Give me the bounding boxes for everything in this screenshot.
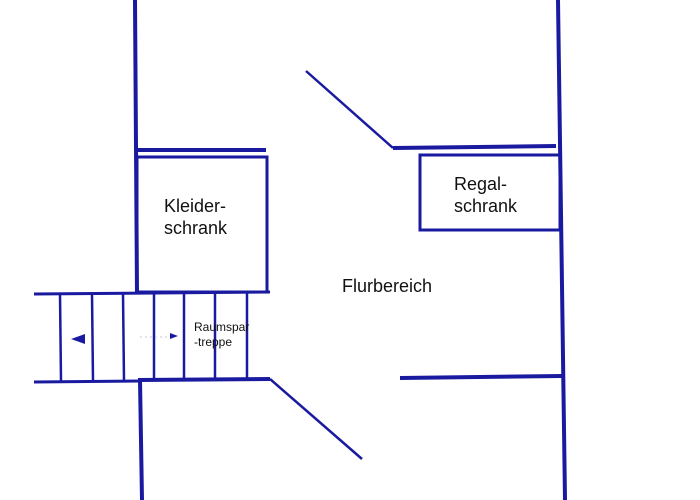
hallway-label: Flurbereich bbox=[342, 276, 433, 296]
shelf-label-line2: schrank bbox=[454, 195, 518, 216]
stair-arrow-left-icon bbox=[71, 334, 85, 344]
shelf-label-line1: Regal- bbox=[454, 174, 508, 194]
wardrobe-label-line2: schrank bbox=[164, 217, 228, 238]
wall-right-lower bbox=[399, 374, 563, 380]
left-wall-lower bbox=[138, 379, 144, 500]
wall-lower-left bbox=[137, 377, 271, 382]
stairs-bottom bbox=[33, 379, 141, 384]
door-swing-upper bbox=[305, 70, 394, 149]
stairs-label-line1: Raumspar bbox=[194, 320, 250, 334]
stairs-label: Raumspar -treppe bbox=[194, 320, 249, 350]
wardrobe-label-line1: Kleider- bbox=[164, 196, 227, 216]
shelf-outline bbox=[418, 153, 562, 232]
stairs-label-line2: -treppe bbox=[194, 335, 233, 349]
right-wall bbox=[556, 0, 567, 500]
wall-right-upper bbox=[392, 144, 557, 150]
stair-arrow-right-icon bbox=[170, 333, 178, 339]
wardrobe-label: Kleider- schrank bbox=[164, 196, 227, 239]
door-swing-lower bbox=[269, 378, 363, 460]
stairs-top bbox=[33, 290, 271, 296]
shelf-label: Regal- schrank bbox=[454, 174, 517, 217]
